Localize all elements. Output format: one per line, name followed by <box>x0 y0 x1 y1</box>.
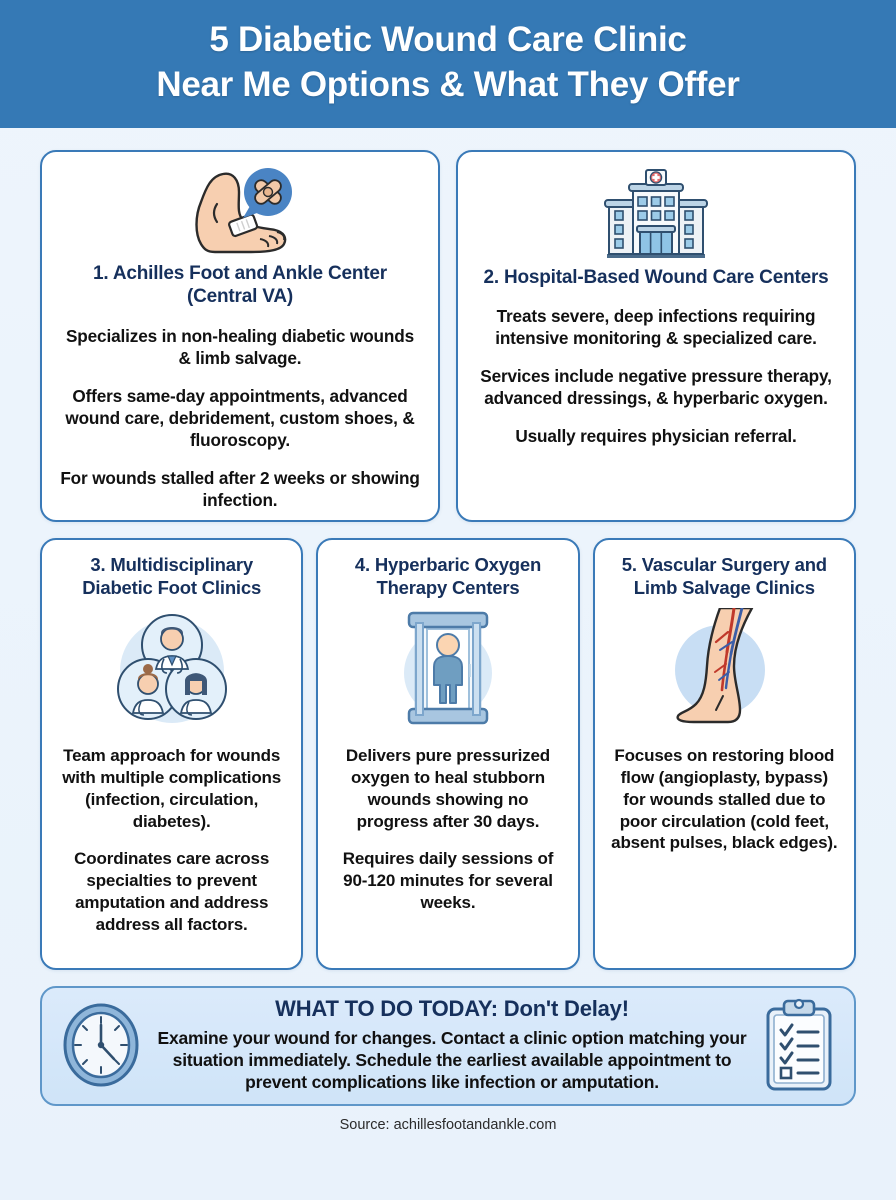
hyperbaric-chamber-icon <box>389 607 507 729</box>
card-body: Delivers pure pressurized oxygen to heal… <box>334 729 561 913</box>
card-line: Usually requires physician referral. <box>515 426 797 447</box>
vascular-leg-icon <box>662 607 786 729</box>
card-achilles-foot-and-ankle-center[interactable]: 1. Achilles Foot and Ankle Center (Centr… <box>40 149 440 522</box>
card-line: Focuses on restoring blood flow (angiopl… <box>611 746 838 853</box>
hospital-building-icon <box>597 166 715 262</box>
header-banner: 5 Diabetic Wound Care Clinic Near Me Opt… <box>0 0 896 128</box>
clipboard-checklist-icon <box>760 997 838 1093</box>
call-to-action-banner: WHAT TO DO TODAY: Don't Delay! Examine y… <box>40 985 856 1106</box>
card-multidisciplinary-diabetic-foot-clinics[interactable]: 3. Multidisciplinary Diabetic Foot Clini… <box>40 537 304 970</box>
cta-heading: WHAT TO DO TODAY: Don't Delay! <box>275 995 629 1021</box>
medical-team-icon <box>112 607 232 729</box>
card-line: Team approach for wounds with multiple c… <box>62 746 282 831</box>
card-line: Specializes in non-healing diabetic woun… <box>65 325 414 368</box>
cta-text-block: WHAT TO DO TODAY: Don't Delay! Examine y… <box>154 996 750 1094</box>
card-line: For wounds stalled after 2 weeks or show… <box>60 467 420 510</box>
page-title-line-2: Near Me Options & What They Offer <box>156 64 740 104</box>
card-title: 3. Multidisciplinary Diabetic Foot Clini… <box>82 553 262 598</box>
card-line: Delivers pure pressurized oxygen to heal… <box>345 746 551 831</box>
card-title: 1. Achilles Foot and Ankle Center (Centr… <box>93 262 387 308</box>
clock-icon <box>58 999 144 1091</box>
card-body: Team approach for wounds with multiple c… <box>58 729 285 935</box>
card-title: 2. Hospital-Based Wound Care Centers <box>483 266 829 288</box>
cards-row-bottom: 3. Multidisciplinary Diabetic Foot Clini… <box>40 537 856 970</box>
card-line: Requires daily sessions of 90-120 minute… <box>342 849 554 912</box>
cards-row-top: 1. Achilles Foot and Ankle Center (Centr… <box>40 149 856 522</box>
page-title: 5 Diabetic Wound Care Clinic Near Me Opt… <box>30 18 866 108</box>
source-attribution: Source: achillesfootandankle.com <box>339 1116 557 1133</box>
card-line: Offers same-day appointments, advanced w… <box>65 385 415 450</box>
card-line: Coordinates care across specialties to p… <box>74 849 270 934</box>
page-title-line-1: 5 Diabetic Wound Care Clinic <box>209 20 687 59</box>
card-hyperbaric-oxygen-therapy-centers[interactable]: 4. Hyperbaric Oxygen Therapy Centers <box>316 537 580 970</box>
card-line: Treats severe, deep infections requiring… <box>495 306 817 349</box>
content-area: 1. Achilles Foot and Ankle Center (Centr… <box>0 128 896 1200</box>
card-body: Specializes in non-healing diabetic woun… <box>58 309 422 511</box>
foot-bandage-icon <box>181 166 299 258</box>
card-title: 5. Vascular Surgery and Limb Salvage Cli… <box>621 553 827 598</box>
card-vascular-surgery-and-limb-salvage-clinics[interactable]: 5. Vascular Surgery and Limb Salvage Cli… <box>592 537 856 970</box>
card-line: Services include negative pressure thera… <box>480 366 832 409</box>
cta-body: Examine your wound for changes. Contact … <box>157 1027 747 1093</box>
card-title: 4. Hyperbaric Oxygen Therapy Centers <box>354 553 542 598</box>
card-hospital-based-wound-care-centers[interactable]: 2. Hospital-Based Wound Care Centers Tre… <box>456 149 856 522</box>
card-body: Focuses on restoring blood flow (angiopl… <box>611 729 838 854</box>
card-body: Treats severe, deep infections requiring… <box>474 289 838 447</box>
